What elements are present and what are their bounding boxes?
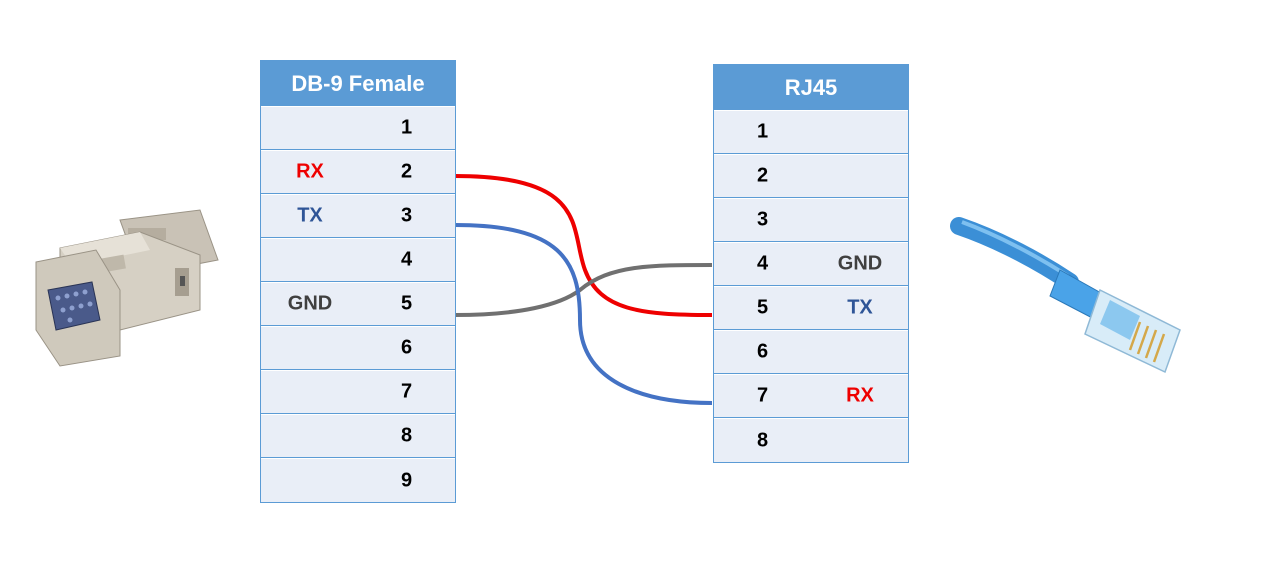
pin-number: 8 [401,424,413,447]
pin-number: 1 [401,116,413,139]
pin-number: 3 [757,208,769,231]
table-row: TX 3 [261,194,455,238]
table-row: 6 [261,326,455,370]
pin-number: 7 [401,380,413,403]
table-row: 7 RX [714,374,908,418]
table-row: 5 TX [714,286,908,330]
table-row: 8 [714,418,908,462]
table-row: 9 [261,458,455,502]
pin-number: 2 [757,164,769,187]
db9-table-title: DB-9 Female [261,61,455,106]
table-row: 1 [261,106,455,150]
table-row: 1 [714,110,908,154]
rj45-pin-table: RJ45 1 2 3 4 GND 5 TX 6 7 RX 8 [713,64,909,463]
signal-label: GND [837,252,883,275]
signal-label: GND [287,292,333,315]
pin-number: 5 [401,292,413,315]
pin-number: 4 [757,252,769,275]
table-row: GND 5 [261,282,455,326]
table-row: 3 [714,198,908,242]
pin-number: 6 [401,336,413,359]
signal-label: TX [847,296,873,319]
signal-label: RX [846,384,874,407]
table-row: 6 [714,330,908,374]
table-row: 7 [261,370,455,414]
pin-number: 9 [401,469,413,491]
pin-number: 1 [757,120,769,143]
pin-number: 7 [757,384,769,407]
table-row: 2 [714,154,908,198]
table-row: 8 [261,414,455,458]
rj45-rows: 1 2 3 4 GND 5 TX 6 7 RX 8 [714,110,908,462]
pin-number: 8 [757,429,769,451]
pin-number: 4 [401,248,413,271]
rj45-table-title: RJ45 [714,65,908,110]
signal-label: TX [297,204,323,227]
wire-tx-to-pin7 [454,223,713,405]
pin-number: 5 [757,296,769,319]
pin-number: 3 [401,204,413,227]
table-row: 4 [261,238,455,282]
signal-label: RX [296,160,324,183]
wire-rx-to-pin5 [454,174,713,317]
db9-rows: 1 RX 2 TX 3 4 GND 5 6 7 8 9 [261,106,455,502]
table-row: RX 2 [261,150,455,194]
wire-gnd [454,263,713,317]
pin-number: 6 [757,340,769,363]
table-row: 4 GND [714,242,908,286]
db9-pin-table: DB-9 Female 1 RX 2 TX 3 4 GND 5 6 7 8 9 [260,60,456,503]
pin-number: 2 [401,160,413,183]
